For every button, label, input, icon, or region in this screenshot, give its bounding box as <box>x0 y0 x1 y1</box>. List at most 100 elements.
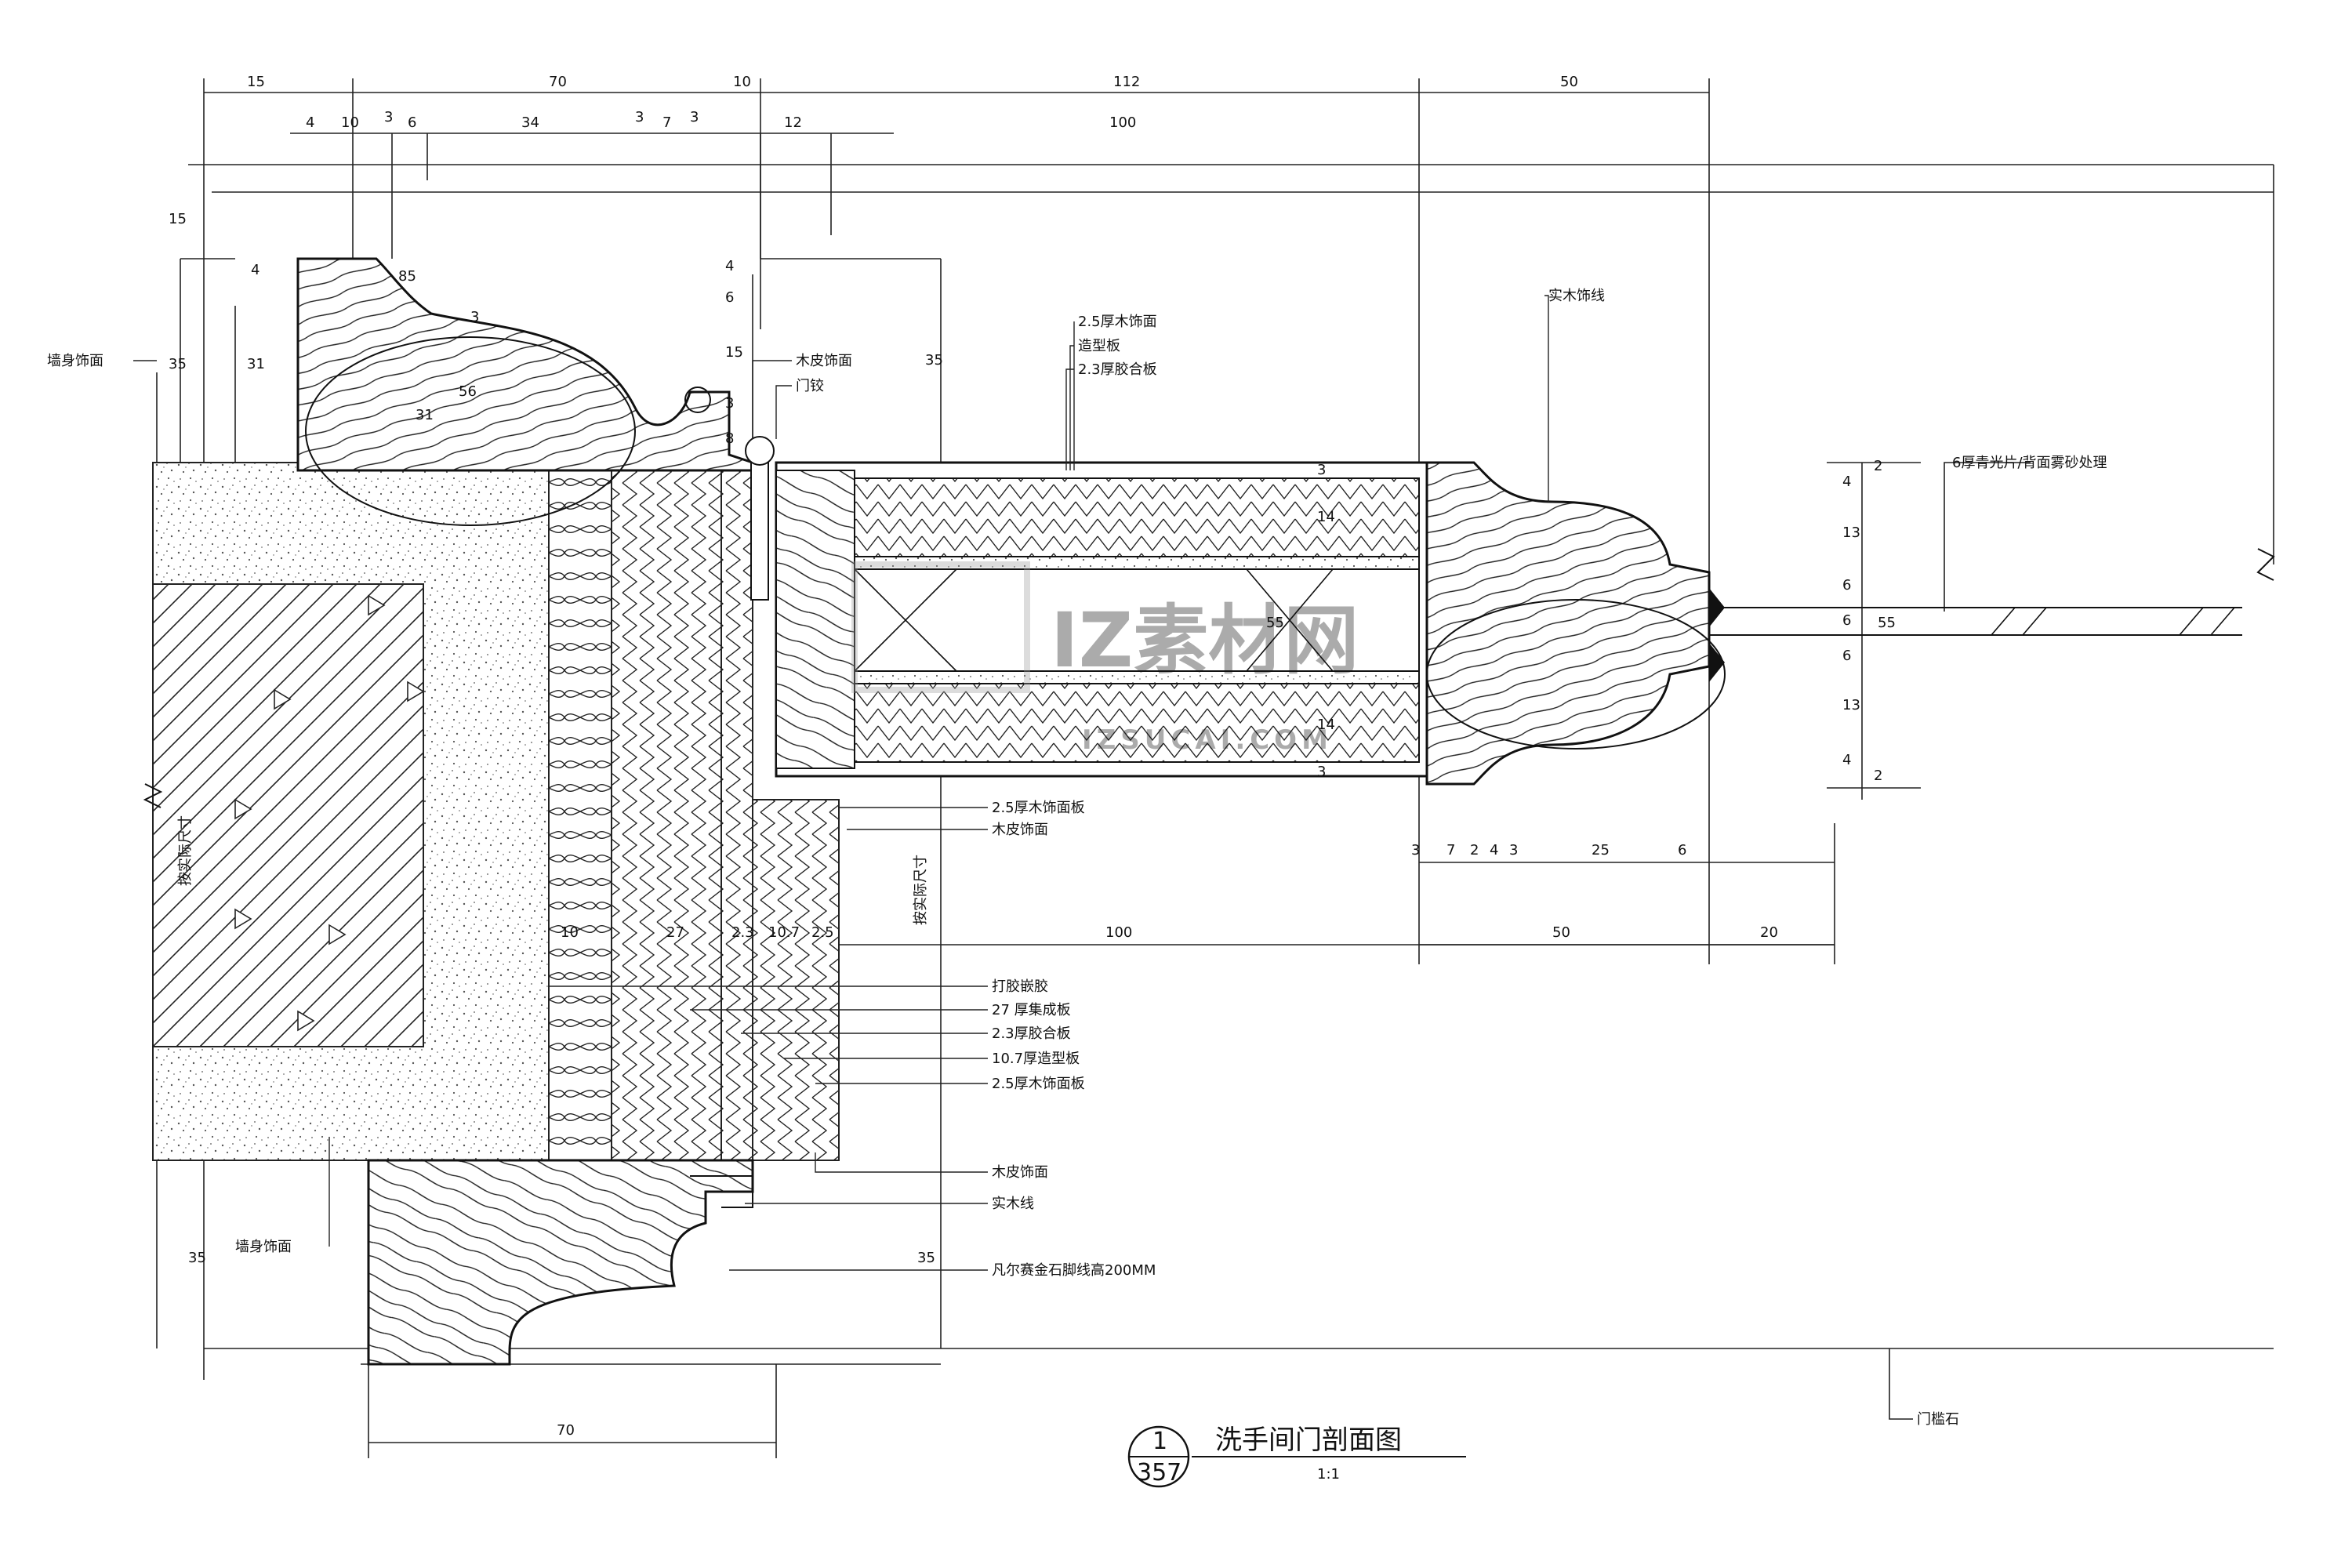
dimension-values: 15 70 10 112 50 4 10 3 6 34 3 7 3 12 100… <box>169 74 1896 1439</box>
bottom-skirting-moulding <box>367 1159 754 1366</box>
label-block-27: 27 厚集成板 <box>992 1002 1071 1018</box>
block-board-layer <box>611 470 722 1161</box>
door-core-cross <box>854 568 1334 672</box>
dim-stack-2a: 2 <box>1874 458 1882 474</box>
label-skirting: 凡尔赛金石脚线高200MM <box>992 1262 1156 1279</box>
skirting-ledge <box>690 1175 753 1208</box>
material-labels: 墙身饰面 木皮饰面 门铰 2.5厚木饰面 造型板 2.3厚胶合板 实木饰线 6厚… <box>47 288 2107 1428</box>
label-solid-trim: 实木饰线 <box>1548 288 1605 304</box>
watermark: IZ素材网 IZSUCAI.COM <box>851 561 1359 756</box>
label-veneer-25: 2.5厚木饰面 <box>1078 314 1157 330</box>
dim-row-20: 20 <box>1760 924 1778 941</box>
dim-frameright-6: 6 <box>725 289 734 306</box>
dim-mid-55: 55 <box>1266 615 1284 631</box>
insulation-layer <box>548 470 612 1161</box>
label-glass: 6厚青光片/背面雾砂处理 <box>1952 455 2107 471</box>
dim-top-50: 50 <box>1560 74 1578 90</box>
label-mould-107: 10.7厚造型板 <box>992 1051 1080 1067</box>
watermark-main-text: IZ素材网 <box>1051 597 1359 684</box>
door-top-panel <box>854 477 1420 557</box>
dim-frameright-15: 15 <box>725 344 743 361</box>
dim-stack-6a: 6 <box>1842 577 1851 593</box>
dim-stack-6c: 6 <box>1842 648 1851 664</box>
dim-stack-2b: 2 <box>1874 768 1882 784</box>
dim-frame-3: 3 <box>470 309 479 325</box>
label-wall-finish-top: 墙身饰面 <box>47 353 103 369</box>
title-sheet: 357 <box>1137 1459 1181 1486</box>
plywood-strip <box>720 470 753 1161</box>
wall-block <box>152 583 424 1047</box>
dim-left-35: 35 <box>169 356 187 372</box>
dim-lower-left-35: 35 <box>188 1250 206 1266</box>
label-plywood-23b: 2.3厚胶合板 <box>992 1025 1071 1042</box>
leader-lines <box>133 295 1549 1271</box>
dim-leaf-7: 7 <box>1446 842 1455 858</box>
dim-stack-4a: 4 <box>1842 474 1851 490</box>
dim-frameright-4: 4 <box>725 258 734 274</box>
title-block: 1 357 洗手间门剖面图 1:1 <box>1127 1425 1466 1488</box>
dim-row-23: 2.3 <box>731 924 754 941</box>
dim-stack-4b: 4 <box>1842 752 1851 768</box>
label-veneer-top: 木皮饰面 <box>796 353 852 369</box>
label-veneer-board-25: 2.5厚木饰面板 <box>992 800 1085 816</box>
label-plywood-23: 2.3厚胶合板 <box>1078 361 1157 378</box>
break-line-right <box>2256 548 2275 581</box>
dim-frame-31: 31 <box>416 407 434 423</box>
glass-pane <box>1709 607 2242 636</box>
dim-second-3b: 3 <box>635 109 644 125</box>
watermark-logo-mark <box>851 561 1030 693</box>
door-bottom-panel <box>854 683 1420 763</box>
dim-leaf-25: 25 <box>1592 842 1610 858</box>
dim-mid-14b: 14 <box>1317 717 1335 733</box>
dim-leaf-3a: 3 <box>1411 842 1420 858</box>
bead-radius-ellipse <box>1426 599 1726 750</box>
glass-bead-moulding <box>1425 461 1711 786</box>
dim-left-31: 31 <box>247 356 265 372</box>
dim-second-4: 4 <box>306 114 314 131</box>
dim-row-10: 10 <box>561 924 579 941</box>
dim-mid-3b: 3 <box>1317 764 1326 780</box>
dim-left-15: 15 <box>169 211 187 227</box>
label-glue: 打胶嵌胶 <box>992 978 1048 995</box>
dim-top-112: 112 <box>1113 74 1140 90</box>
dim-row-27: 27 <box>666 924 684 941</box>
dim-frameright-8: 8 <box>725 430 734 447</box>
top-moulding-radius-ellipse <box>305 336 636 526</box>
title-name: 洗手间门剖面图 <box>1215 1425 1402 1456</box>
dim-top-15: 15 <box>247 74 265 90</box>
hinge-symbol-top <box>684 387 711 413</box>
dim-second-12: 12 <box>784 114 802 131</box>
dim-row-100: 100 <box>1105 924 1132 941</box>
dim-leaf-6: 6 <box>1678 842 1686 858</box>
dim-top-70: 70 <box>549 74 567 90</box>
dim-leaf-4: 4 <box>1490 842 1498 858</box>
dim-base-70: 70 <box>557 1422 575 1439</box>
dim-row-25: 2.5 <box>811 924 834 941</box>
door-edge-solid <box>775 470 855 769</box>
label-actual-size-mid: 按实际尺寸 <box>913 855 929 925</box>
label-veneer-low: 木皮饰面 <box>992 1164 1048 1181</box>
dim-second-34: 34 <box>521 114 539 131</box>
top-architrave-moulding <box>296 257 754 472</box>
label-wall-finish-low: 墙身饰面 <box>235 1239 292 1255</box>
dim-frameright-3: 3 <box>725 395 734 412</box>
glass-seal <box>1709 588 1725 682</box>
title-number: 1 <box>1152 1428 1167 1455</box>
label-actual-size-left: 按实际尺寸 <box>177 815 194 886</box>
break-line-left <box>143 783 163 808</box>
dim-second-6: 6 <box>408 114 416 131</box>
dim-second-10: 10 <box>341 114 359 131</box>
dim-second-100: 100 <box>1109 114 1136 131</box>
dim-frame-56: 56 <box>459 383 477 400</box>
dim-lower-mid-35: 35 <box>917 1250 935 1266</box>
hinge-pin <box>745 436 775 466</box>
dim-stack-13a: 13 <box>1842 524 1860 541</box>
aggregate-marks <box>234 594 425 1032</box>
glass-hatch <box>1991 607 2235 636</box>
dim-left-4: 4 <box>251 262 260 278</box>
dim-stack-13b: 13 <box>1842 697 1860 713</box>
label-threshold: 门槛石 <box>1917 1411 1959 1428</box>
dim-leaf-2: 2 <box>1470 842 1479 858</box>
dim-top-10: 10 <box>733 74 751 90</box>
